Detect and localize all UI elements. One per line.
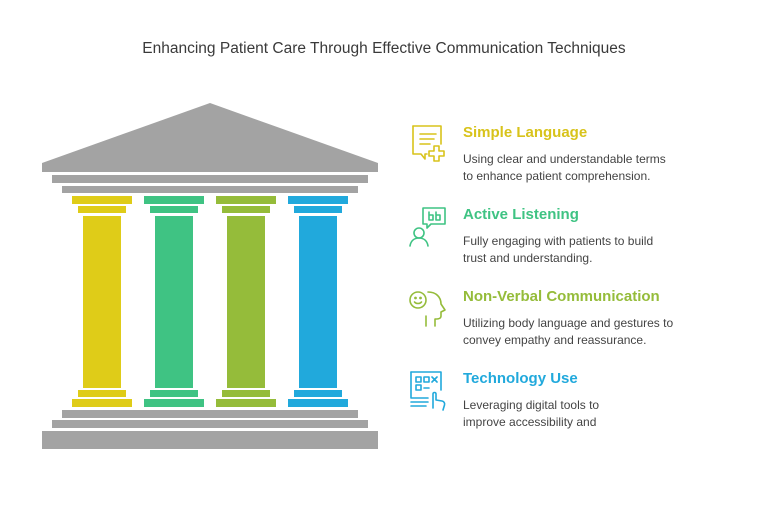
pillar-3-capital bbox=[216, 196, 276, 204]
pillar-2-capital-lower bbox=[150, 206, 198, 213]
pillar-1-base-upper bbox=[78, 390, 126, 397]
pillar-2-base-upper bbox=[150, 390, 198, 397]
temple-base-step-2 bbox=[52, 420, 368, 428]
feature-heading: Technology Use bbox=[463, 370, 578, 387]
pillar-4-capital bbox=[288, 196, 348, 204]
pillar-3-shaft bbox=[227, 216, 265, 388]
pillar-3-capital-lower bbox=[222, 206, 270, 213]
feature-simple-language: Simple Language Using clear and understa… bbox=[408, 124, 728, 196]
diagram-title: Enhancing Patient Care Through Effective… bbox=[142, 40, 626, 57]
feature-active-listening: Active Listening Fully engaging with pat… bbox=[408, 206, 728, 278]
temple-roof-band-1 bbox=[52, 175, 368, 183]
temple-base-step-1 bbox=[62, 410, 358, 418]
feature-description: Fully engaging with patients to build tr… bbox=[463, 234, 654, 265]
person-speech-icon bbox=[409, 207, 446, 247]
temple-base-step-3 bbox=[42, 431, 378, 449]
pillar-2-capital bbox=[144, 196, 204, 204]
pillar-2 bbox=[144, 196, 204, 407]
pillar-1-capital-lower bbox=[78, 206, 126, 213]
pillar-2-base bbox=[144, 399, 204, 407]
feature-description: Leveraging digital tools to improve acce… bbox=[463, 398, 600, 433]
pillar-4-shaft bbox=[299, 216, 337, 388]
pillar-3 bbox=[216, 196, 276, 407]
feature-description: Using clear and understandable terms to … bbox=[463, 152, 666, 183]
feature-technology-use: Technology Use Leveraging digital tools … bbox=[408, 370, 728, 442]
pillar-4-base-upper bbox=[294, 390, 342, 397]
pillar-4-base bbox=[288, 399, 348, 407]
document-plus-icon bbox=[412, 125, 445, 162]
pillar-3-base-upper bbox=[222, 390, 270, 397]
pillar-4-capital-lower bbox=[294, 206, 342, 213]
touch-screen-icon bbox=[410, 371, 446, 411]
feature-heading: Simple Language bbox=[463, 124, 588, 141]
feature-non-verbal-communication: Non-Verbal Communication Utilizing body … bbox=[408, 288, 728, 360]
pillar-3-base bbox=[216, 399, 276, 407]
pillar-4 bbox=[288, 196, 348, 407]
temple-roof bbox=[42, 103, 378, 172]
face-profile-icon bbox=[409, 291, 446, 327]
pillar-1-shaft bbox=[83, 216, 121, 388]
pillar-1-capital bbox=[72, 196, 132, 204]
feature-heading: Non-Verbal Communication bbox=[463, 288, 660, 305]
pillar-2-shaft bbox=[155, 216, 193, 388]
pillar-1 bbox=[72, 196, 132, 407]
feature-heading: Active Listening bbox=[463, 206, 579, 223]
pillar-1-base bbox=[72, 399, 132, 407]
temple-roof-band-2 bbox=[62, 186, 358, 193]
feature-description: Utilizing body language and gestures to … bbox=[463, 316, 674, 347]
